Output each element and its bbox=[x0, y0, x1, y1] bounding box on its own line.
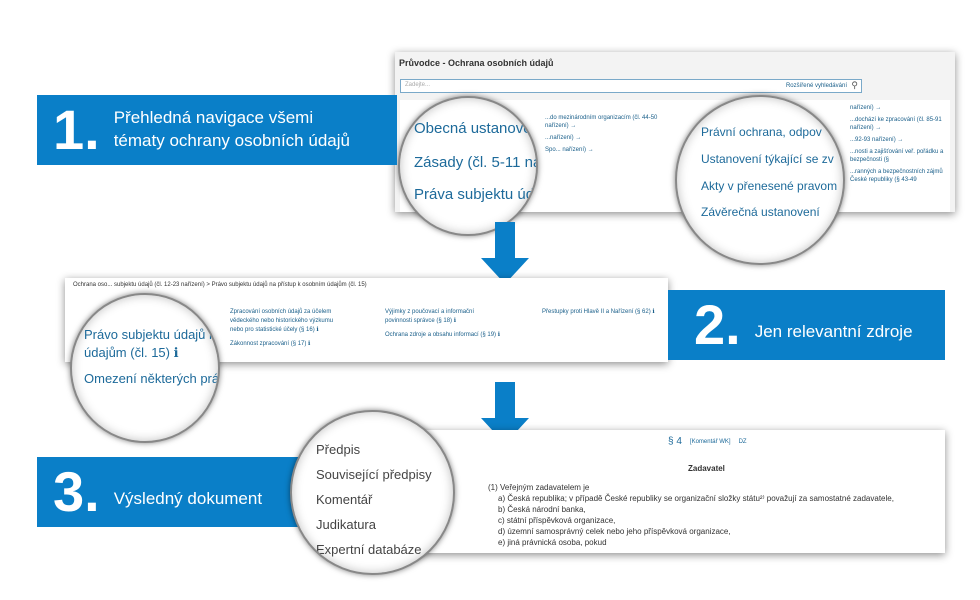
magnifier-right: Právní ochrana, odpov Ustanovení týkajíc… bbox=[675, 95, 845, 265]
source-link[interactable]: Výjimky z poučovací a informační bbox=[385, 309, 475, 315]
step2-banner: 2. Jen relevantní zdroje bbox=[668, 290, 945, 360]
topic-heading[interactable]: Obecná ustanovení bbox=[414, 120, 538, 137]
step-text: Jen relevantní zdroje bbox=[754, 321, 913, 341]
menu-item-related[interactable]: Související předpisy bbox=[316, 467, 432, 482]
document-heading: Zadavatel bbox=[688, 464, 725, 473]
step3-banner: 3. Výsledný dokument bbox=[37, 457, 337, 527]
magnifier-left: Obecná ustanovení Zásady (čl. 5-11 naříz… bbox=[398, 96, 538, 236]
source-heading[interactable]: Právo subjektu údajů na bbox=[84, 327, 220, 342]
document-line: d) územní samosprávný celek nebo jeho př… bbox=[498, 527, 731, 536]
document-line: (1) Veřejným zadavatelem je bbox=[488, 483, 590, 492]
advanced-search-link[interactable]: Rozšířené vyhledávání bbox=[785, 83, 847, 89]
topic-heading[interactable]: Akty v přenesené pravom bbox=[701, 179, 838, 193]
topic-heading[interactable]: Ustanovení týkající se zv bbox=[701, 152, 834, 166]
topic-link[interactable]: ...nosti a zajišťování veř. pořádku a be… bbox=[850, 149, 944, 163]
document-line: b) Česká národní banka, bbox=[498, 505, 586, 514]
source-link[interactable]: vědeckého nebo historického výzkumu bbox=[230, 318, 334, 324]
source-link[interactable]: povinnosti správce (§ 18) ℹ bbox=[385, 318, 456, 324]
topic-heading[interactable]: Zásady (čl. 5-11 naříz bbox=[414, 154, 536, 171]
source-link[interactable]: Přestupky proti Hlavě II a Nařízení (§ 6… bbox=[542, 309, 655, 315]
tab-paragraph[interactable]: § 4 bbox=[668, 436, 682, 447]
document-line: c) státní příspěvková organizace, bbox=[498, 516, 616, 525]
step1-banner: 1. Přehledná navigace všemi tématy ochran… bbox=[37, 95, 397, 165]
source-link[interactable]: nebo pro statistické účely (§ 16) ℹ bbox=[230, 327, 319, 333]
step-text: tématy ochrany osobních údajů bbox=[113, 131, 350, 150]
topic-link[interactable]: ...92-93 nařízení) → bbox=[850, 137, 904, 143]
topic-heading[interactable]: Práva subjektu úda bbox=[414, 186, 538, 203]
topic-heading[interactable]: Právní ochrana, odpov bbox=[701, 125, 822, 139]
topic-link[interactable]: ...nařízení) → bbox=[545, 135, 582, 141]
source-heading[interactable]: údajům (čl. 15) ℹ bbox=[84, 345, 179, 360]
panel-guide-navigation: Průvodce - Ochrana osobních údajů Zadejt… bbox=[395, 52, 955, 212]
document-line: a) Česká republika; v případě České repu… bbox=[498, 494, 894, 503]
arrow-down-icon bbox=[481, 222, 529, 284]
step-text: Výsledný dokument bbox=[113, 488, 263, 508]
step-number: 2. bbox=[694, 293, 741, 356]
menu-item-expert-db[interactable]: Expertní databáze bbox=[316, 542, 422, 557]
topic-link[interactable]: ...ranných a bezpečnostních zájmů České … bbox=[850, 169, 943, 183]
magnifier-step3: Předpis Související předpisy Komentář Ju… bbox=[290, 410, 455, 575]
search-input[interactable]: Zadejte... Rozšířené vyhledávání ⚲ bbox=[400, 79, 862, 93]
topic-heading[interactable]: Závěrečná ustanovení bbox=[701, 205, 820, 219]
topic-link[interactable]: ...do mezinárodním organizacím (čl. 44-5… bbox=[545, 115, 658, 129]
step-number: 1. bbox=[53, 98, 100, 161]
topic-link[interactable]: nařízení) → bbox=[850, 105, 882, 111]
step-text: Přehledná navigace všemi bbox=[113, 108, 314, 128]
search-placeholder: Zadejte... bbox=[405, 82, 431, 88]
menu-item-case-law[interactable]: Judikatura bbox=[316, 517, 376, 532]
menu-item-predpis[interactable]: Předpis bbox=[316, 442, 361, 457]
tab-commentary[interactable]: [Komentář WK] bbox=[689, 438, 731, 445]
search-icon[interactable]: ⚲ bbox=[851, 80, 858, 90]
source-link[interactable]: Zákonnost zpracování (§ 17) ℹ bbox=[230, 341, 311, 347]
topic-link[interactable]: ...dochází ke zpracování (čl. 85-91 naří… bbox=[850, 117, 942, 131]
tab-dz[interactable]: DZ bbox=[738, 438, 747, 445]
arrow-down-icon bbox=[481, 382, 529, 444]
breadcrumb[interactable]: Ochrana oso... subjektu údajů (čl. 12-23… bbox=[73, 282, 367, 288]
topic-link[interactable]: Spo... nařízení) → bbox=[545, 147, 594, 153]
menu-item-commentary[interactable]: Komentář bbox=[316, 492, 373, 507]
guide-title: Průvodce - Ochrana osobních údajů bbox=[399, 58, 554, 68]
source-heading[interactable]: Omezení některých práv bbox=[84, 371, 220, 386]
step-number: 3. bbox=[53, 460, 100, 523]
source-link[interactable]: Zpracování osobních údajů za účelem bbox=[230, 309, 332, 315]
source-link[interactable]: Ochrana zdroje a obsahu informací (§ 19)… bbox=[385, 332, 501, 338]
magnifier-step2: Právo subjektu údajů na údajům (čl. 15) … bbox=[70, 293, 220, 443]
document-line: e) jiná právnická osoba, pokud bbox=[498, 538, 607, 547]
